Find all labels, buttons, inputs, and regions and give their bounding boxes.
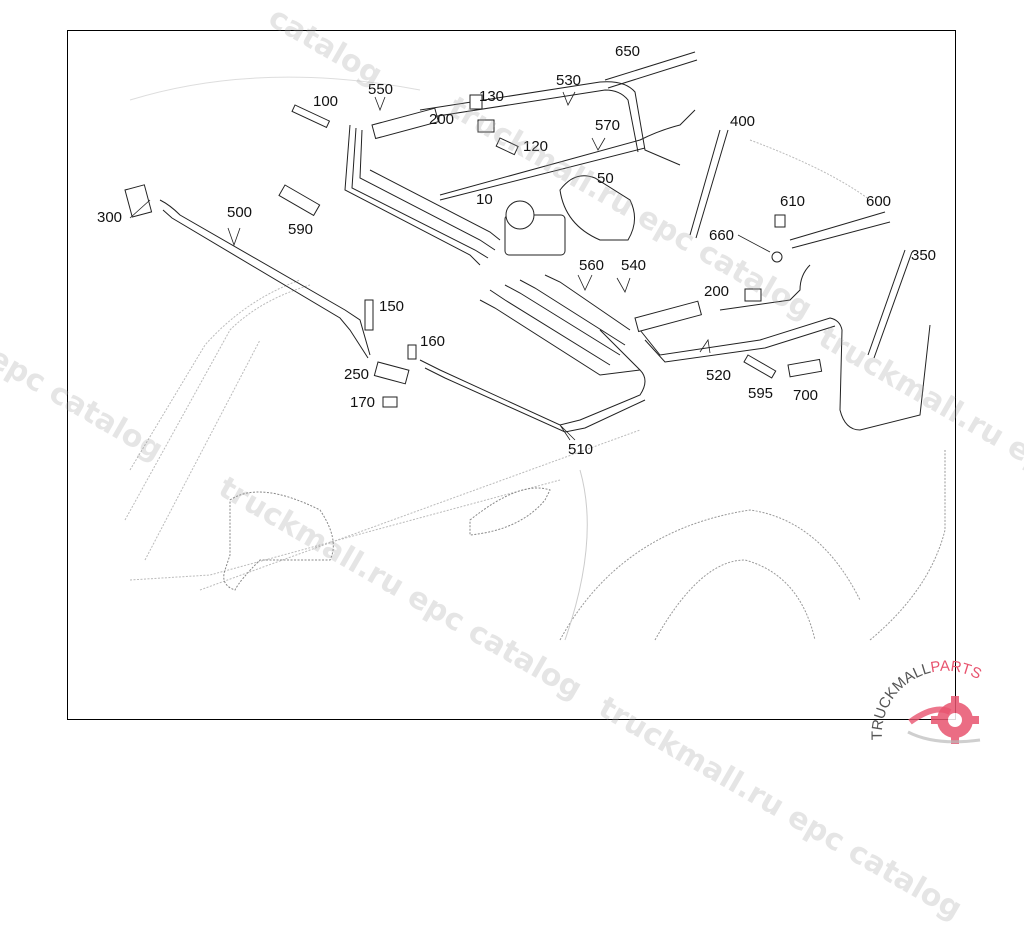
fitting-200a xyxy=(478,120,494,132)
nut-660 xyxy=(772,252,782,262)
callout-540[interactable]: 540 xyxy=(621,258,646,273)
callout-660[interactable]: 660 xyxy=(709,228,734,243)
callout-560[interactable]: 560 xyxy=(579,258,604,273)
clip-170 xyxy=(383,397,397,407)
sensor-595 xyxy=(744,355,776,378)
callout-570[interactable]: 570 xyxy=(595,118,620,133)
callout-610[interactable]: 610 xyxy=(780,194,805,209)
callout-590[interactable]: 590 xyxy=(288,222,313,237)
bracket-590 xyxy=(279,185,320,215)
callout-650[interactable]: 650 xyxy=(615,44,640,59)
leader-lines xyxy=(130,92,770,440)
callout-600[interactable]: 600 xyxy=(866,194,891,209)
callout-350[interactable]: 350 xyxy=(911,248,936,263)
callout-400[interactable]: 400 xyxy=(730,114,755,129)
callout-700[interactable]: 700 xyxy=(793,388,818,403)
pin-160 xyxy=(408,345,416,359)
block-250 xyxy=(374,362,409,384)
callout-170[interactable]: 170 xyxy=(350,395,375,410)
gear-icon xyxy=(931,696,979,744)
bracket-300 xyxy=(125,185,152,217)
callout-500[interactable]: 500 xyxy=(227,205,252,220)
callout-520[interactable]: 520 xyxy=(706,368,731,383)
pin-150 xyxy=(365,300,373,330)
callout-530[interactable]: 530 xyxy=(556,73,581,88)
car-outline xyxy=(125,77,945,640)
callout-160[interactable]: 160 xyxy=(420,334,445,349)
callout-200-lower[interactable]: 200 xyxy=(704,284,729,299)
callout-120[interactable]: 120 xyxy=(523,139,548,154)
connector-610 xyxy=(775,215,785,227)
bracket-700 xyxy=(788,359,822,376)
callout-595[interactable]: 595 xyxy=(748,386,773,401)
callout-150[interactable]: 150 xyxy=(379,299,404,314)
callout-300[interactable]: 300 xyxy=(97,210,122,225)
plug-120 xyxy=(496,138,518,155)
callout-200[interactable]: 200 xyxy=(429,112,454,127)
callout-50[interactable]: 50 xyxy=(597,171,614,186)
cylinder-540 xyxy=(635,301,701,331)
callout-10[interactable]: 10 xyxy=(476,192,493,207)
callout-130[interactable]: 130 xyxy=(479,89,504,104)
callout-550[interactable]: 550 xyxy=(368,82,393,97)
parts-diagram xyxy=(0,0,1024,750)
callout-100[interactable]: 100 xyxy=(313,94,338,109)
motor-10 xyxy=(506,201,534,229)
callout-250[interactable]: 250 xyxy=(344,367,369,382)
callout-510[interactable]: 510 xyxy=(568,442,593,457)
fitting-200b xyxy=(745,289,761,301)
truckmall-parts-logo: TRUCKMALLPARTS xyxy=(860,660,1024,750)
